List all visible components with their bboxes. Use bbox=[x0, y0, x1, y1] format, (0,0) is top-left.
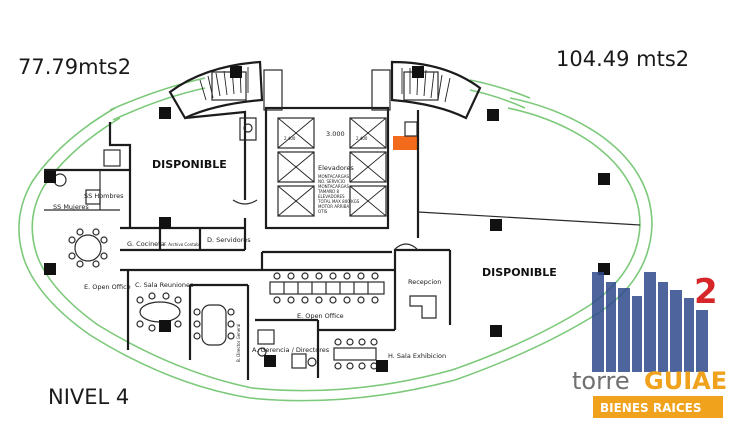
room-sala-exhibicion: H. Sala Exhibicion bbox=[388, 352, 446, 360]
core-note-1: NO. SERVICIO bbox=[318, 179, 345, 184]
room-director: B. Director General bbox=[236, 324, 241, 362]
core-note-6: MOTOR ARRIBA bbox=[318, 204, 349, 209]
core-dim-right: 2.400 bbox=[356, 136, 368, 141]
room-open-office-left: E. Open Office bbox=[84, 283, 131, 291]
stair-wing-left bbox=[168, 60, 264, 120]
logo-text-left: torre bbox=[572, 367, 630, 395]
director-table bbox=[193, 304, 235, 346]
core-note-4: ELEVADORES bbox=[318, 194, 345, 199]
highlight-box-orange bbox=[393, 136, 417, 150]
core-dim-left: 2.400 bbox=[284, 136, 296, 141]
left-zone-walls bbox=[44, 110, 258, 252]
room-open-office-center: E. Open Office bbox=[297, 312, 344, 320]
room-ss-hombres: SS Hombres bbox=[84, 192, 124, 200]
left-area-label: 77.79mts2 bbox=[18, 55, 131, 79]
zone-right-label: DISPONIBLE bbox=[482, 266, 557, 279]
core-note-2: MONTACARGAS bbox=[318, 184, 350, 189]
columns bbox=[44, 66, 610, 372]
zone-left-label: DISPONIBLE bbox=[152, 158, 227, 171]
room-recepcion: Recepcion bbox=[408, 278, 441, 286]
round-table-left bbox=[68, 228, 108, 268]
core-note-3: TAMAÑO 8 bbox=[317, 189, 339, 194]
logo-tagline: BIENES RAICES bbox=[600, 401, 702, 415]
logo-tagline-bg bbox=[593, 396, 723, 418]
core-note-0: MONTACARGAS bbox=[318, 174, 350, 179]
reception-desk bbox=[409, 295, 437, 319]
room-cocineta: G. Cocineta bbox=[127, 240, 165, 248]
level-label: NIVEL 4 bbox=[48, 385, 129, 409]
right-area-label: 104.49 mts2 bbox=[556, 47, 689, 71]
logo-superscript: 2 bbox=[694, 272, 718, 312]
room-ss-mujeres: SS Mujeres bbox=[53, 203, 89, 211]
room-gerencia: A. Gerencia / Directores bbox=[252, 346, 330, 354]
core-dimension: 3.000 bbox=[326, 130, 345, 138]
stair-wing-right bbox=[390, 60, 482, 120]
core-note-5: TOTAL MAX 800 KGS bbox=[317, 199, 360, 204]
core-note-7: OTIS bbox=[318, 209, 328, 214]
brand-logo: 2 torre GUIAE BIENES RAICES bbox=[572, 272, 727, 418]
gerencia-furniture bbox=[257, 329, 317, 369]
room-archivo: F. Archivo Contab. bbox=[164, 242, 200, 247]
room-servidores: D. Servidores bbox=[207, 236, 251, 244]
elevators-label: Elevadores bbox=[318, 164, 354, 172]
m2-mark bbox=[592, 272, 708, 372]
exhibition-table bbox=[333, 338, 378, 370]
central-core: 3.000 2.400 2.400 Elevadores MONTACARGAS… bbox=[263, 69, 418, 230]
lower-offices-walls bbox=[120, 110, 641, 380]
open-office-desks bbox=[269, 272, 385, 304]
room-sala-reuniones: C. Sala Reuniones bbox=[135, 281, 194, 289]
glass-facade bbox=[18, 77, 653, 402]
logo-text-right: GUIAE bbox=[644, 367, 727, 395]
